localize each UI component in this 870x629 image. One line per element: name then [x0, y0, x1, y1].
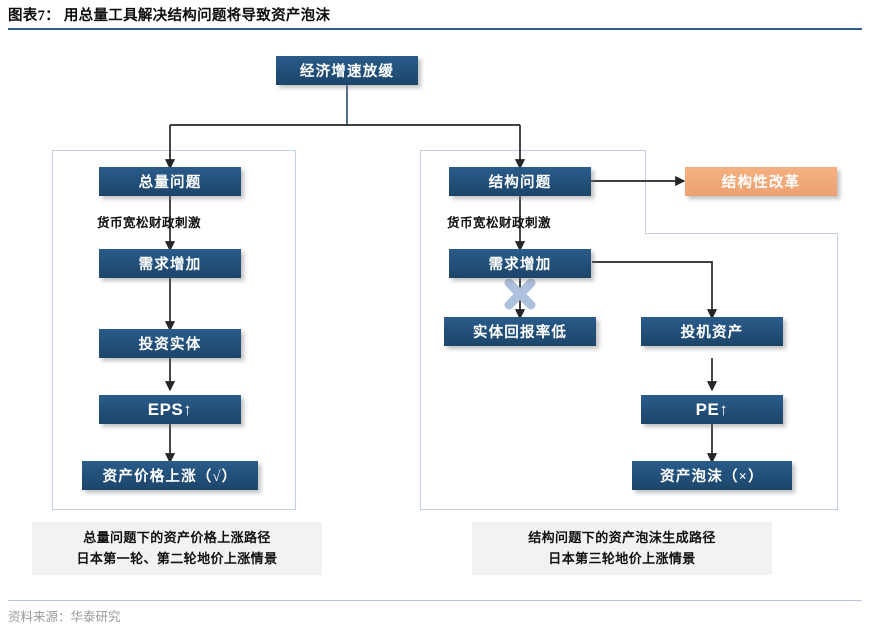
caption-left-branch: 总量问题下的资产价格上涨路径 日本第一轮、第二轮地价上涨情景: [32, 522, 322, 575]
caption-right-line1: 结构问题下的资产泡沫生成路径: [528, 530, 716, 546]
node-demand-increase-left[interactable]: 需求增加: [99, 249, 241, 278]
panel-left-branch: [52, 150, 296, 510]
panel-right-branch-main: [420, 233, 838, 510]
node-low-real-return[interactable]: 实体回报率低: [444, 317, 596, 346]
node-structural-reform[interactable]: 结构性改革: [685, 167, 837, 196]
edge-label-left-stimulus: 货币宽松财政刺激: [97, 216, 202, 230]
node-structural-problem[interactable]: 结构问题: [449, 167, 591, 196]
panel-right-step-edge: [645, 233, 838, 234]
caption-left-line1: 总量问题下的资产价格上涨路径: [83, 530, 271, 546]
page-title: 图表7： 用总量工具解决结构问题将导致资产泡沫: [8, 8, 331, 24]
caption-left-line2: 日本第一轮、第二轮地价上涨情景: [76, 550, 278, 566]
title-divider: [8, 28, 862, 30]
node-invest-real-economy[interactable]: 投资实体: [99, 329, 241, 358]
node-aggregate-problem[interactable]: 总量问题: [99, 167, 241, 196]
caption-right-branch: 结构问题下的资产泡沫生成路径 日本第三轮地价上涨情景: [472, 522, 772, 575]
node-eps-up[interactable]: EPS↑: [99, 395, 241, 424]
node-demand-increase-right[interactable]: 需求增加: [449, 249, 591, 278]
footer-divider: [8, 600, 862, 601]
node-speculative-assets[interactable]: 投机资产: [641, 317, 783, 346]
caption-right-line2: 日本第三轮地价上涨情景: [548, 550, 696, 566]
source-note: 资料来源：华泰研究: [8, 610, 121, 624]
node-asset-bubble[interactable]: 资产泡沫（×）: [632, 461, 792, 490]
panel-right-branch-top: [420, 150, 646, 234]
edge-label-right-stimulus: 货币宽松财政刺激: [447, 216, 552, 230]
node-economic-slowdown[interactable]: 经济增速放缓: [276, 56, 418, 85]
node-asset-price-rise[interactable]: 资产价格上涨（√）: [82, 461, 258, 490]
node-pe-up[interactable]: PE↑: [641, 395, 783, 424]
